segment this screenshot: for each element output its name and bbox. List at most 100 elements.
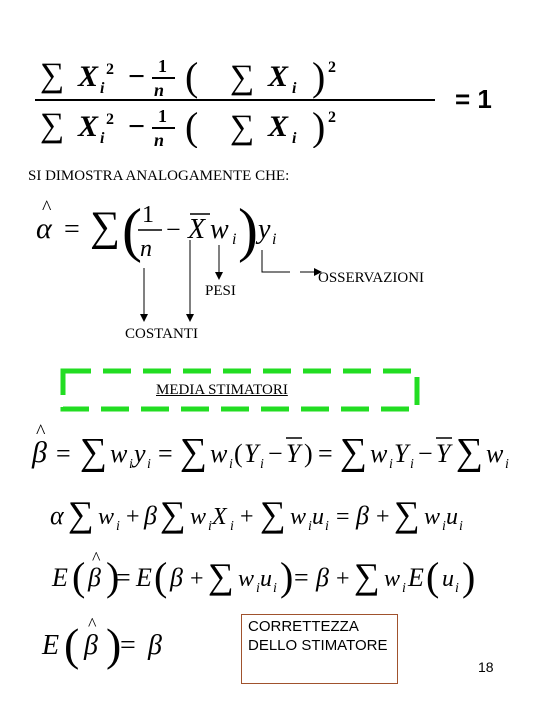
svg-text:i: i xyxy=(232,231,236,248)
svg-text:β: β xyxy=(143,501,157,530)
svg-text:w: w xyxy=(238,566,254,592)
svg-text:^: ^ xyxy=(42,197,52,219)
svg-text:1: 1 xyxy=(142,202,154,228)
svg-text:2: 2 xyxy=(106,61,114,78)
svg-text:∑: ∑ xyxy=(260,494,286,534)
svg-text:i: i xyxy=(389,457,393,472)
svg-text:X: X xyxy=(267,60,289,93)
svg-text:^: ^ xyxy=(88,614,97,634)
svg-text:(: ( xyxy=(185,104,198,148)
svg-text:=: = xyxy=(294,563,309,592)
svg-text:=: = xyxy=(158,439,173,468)
svg-text:∑: ∑ xyxy=(230,109,254,146)
svg-text:∑: ∑ xyxy=(180,431,207,473)
svg-text:): ) xyxy=(312,104,325,148)
svg-text:X: X xyxy=(211,504,228,530)
svg-text:w: w xyxy=(110,439,128,468)
svg-text:+: + xyxy=(376,504,390,530)
svg-text:E: E xyxy=(407,563,424,592)
svg-text:E: E xyxy=(51,563,68,592)
svg-text:i: i xyxy=(147,457,151,472)
svg-text:∑: ∑ xyxy=(456,431,483,473)
svg-text:i: i xyxy=(100,80,105,97)
svg-text:+: + xyxy=(336,566,350,592)
svg-text:i: i xyxy=(442,519,446,534)
svg-text:i: i xyxy=(455,581,459,596)
svg-text:n: n xyxy=(154,80,164,100)
svg-text:i: i xyxy=(256,581,260,596)
svg-text:n: n xyxy=(154,130,164,148)
svg-text:): ) xyxy=(106,619,121,670)
svg-text:y: y xyxy=(255,214,271,245)
svg-text:i: i xyxy=(292,130,297,147)
svg-text:Y: Y xyxy=(436,439,453,468)
svg-text:=: = xyxy=(120,630,136,661)
svg-text:w: w xyxy=(384,566,400,592)
svg-text:(: ( xyxy=(185,54,198,99)
svg-text:−: − xyxy=(418,439,433,468)
svg-text:n: n xyxy=(140,236,152,262)
svg-text:=: = xyxy=(116,563,131,592)
svg-text:Y: Y xyxy=(286,439,303,468)
svg-text:): ) xyxy=(280,554,293,599)
svg-text:(: ( xyxy=(154,554,167,599)
svg-text:2: 2 xyxy=(328,109,336,126)
svg-text:i: i xyxy=(325,519,329,534)
svg-text:=: = xyxy=(64,214,80,245)
svg-text:∑: ∑ xyxy=(208,556,234,596)
svg-text:u: u xyxy=(260,566,272,592)
svg-text:Y: Y xyxy=(394,439,411,468)
svg-text:E: E xyxy=(135,563,152,592)
svg-text:): ) xyxy=(238,197,258,263)
correttezza-box: CORRETTEZZA DELLO STIMATORE xyxy=(241,614,398,684)
svg-text:=: = xyxy=(318,439,333,468)
svg-text:w: w xyxy=(190,504,206,530)
svg-text:∑: ∑ xyxy=(340,431,367,473)
svg-text:β: β xyxy=(147,630,162,661)
alpha-sum-equation: α ∑ w i + β ∑ w i X i + ∑ w i u i = β + … xyxy=(50,494,463,534)
svg-text:w: w xyxy=(98,504,114,530)
expectation-equation: E ( β ^ ) = E ( β + ∑ w i u i ) = β + ∑ … xyxy=(51,548,475,599)
svg-text:β: β xyxy=(315,563,329,592)
svg-text:1: 1 xyxy=(158,56,167,76)
svg-text:X: X xyxy=(77,110,99,143)
svg-text:∑: ∑ xyxy=(90,204,120,250)
svg-text:i: i xyxy=(260,457,264,472)
svg-text:=: = xyxy=(56,439,71,468)
svg-text:i: i xyxy=(208,519,212,534)
svg-text:X: X xyxy=(77,60,99,93)
svg-text:w: w xyxy=(210,439,228,468)
svg-text:Y: Y xyxy=(244,439,261,468)
beta-hat-equation: β ^ = ∑ w i y i = ∑ w i ( Y i − Y ) = ∑ … xyxy=(31,421,509,473)
svg-text:): ) xyxy=(312,54,325,99)
svg-text:−: − xyxy=(128,110,145,143)
svg-text:i: i xyxy=(410,457,414,472)
ratio-rhs: = 1 xyxy=(455,84,492,114)
svg-text:u: u xyxy=(312,504,324,530)
svg-text:(: ( xyxy=(426,554,439,599)
svg-text:(: ( xyxy=(72,554,85,599)
svg-text:w: w xyxy=(370,439,388,468)
alpha-hat-equation: α ^ = ∑ ( 1 n − X w i ) y i xyxy=(36,197,276,263)
svg-text:2: 2 xyxy=(328,59,336,76)
svg-text:i: i xyxy=(505,457,509,472)
svg-text:w: w xyxy=(210,214,229,245)
ratio-equation: ∑ X i 2 − ∑ X i 1 n ( ) 2 ∑ X i 2 − 1 n … xyxy=(35,54,435,148)
svg-text:i: i xyxy=(229,457,233,472)
svg-text:u: u xyxy=(446,504,458,530)
svg-text:E: E xyxy=(41,630,59,661)
svg-text:): ) xyxy=(462,554,475,599)
svg-text:i: i xyxy=(100,130,105,147)
svg-text:): ) xyxy=(304,439,313,468)
svg-text:+: + xyxy=(240,504,254,530)
svg-text:∑: ∑ xyxy=(394,494,420,534)
svg-text:i: i xyxy=(272,231,276,248)
svg-text:2: 2 xyxy=(106,111,114,128)
svg-text:(: ( xyxy=(122,197,142,263)
svg-text:1: 1 xyxy=(158,106,167,126)
svg-text:i: i xyxy=(129,457,133,472)
svg-text:w: w xyxy=(486,439,504,468)
label-costanti: COSTANTI xyxy=(125,326,198,342)
svg-text:β: β xyxy=(83,630,98,661)
svg-text:α: α xyxy=(36,212,53,245)
